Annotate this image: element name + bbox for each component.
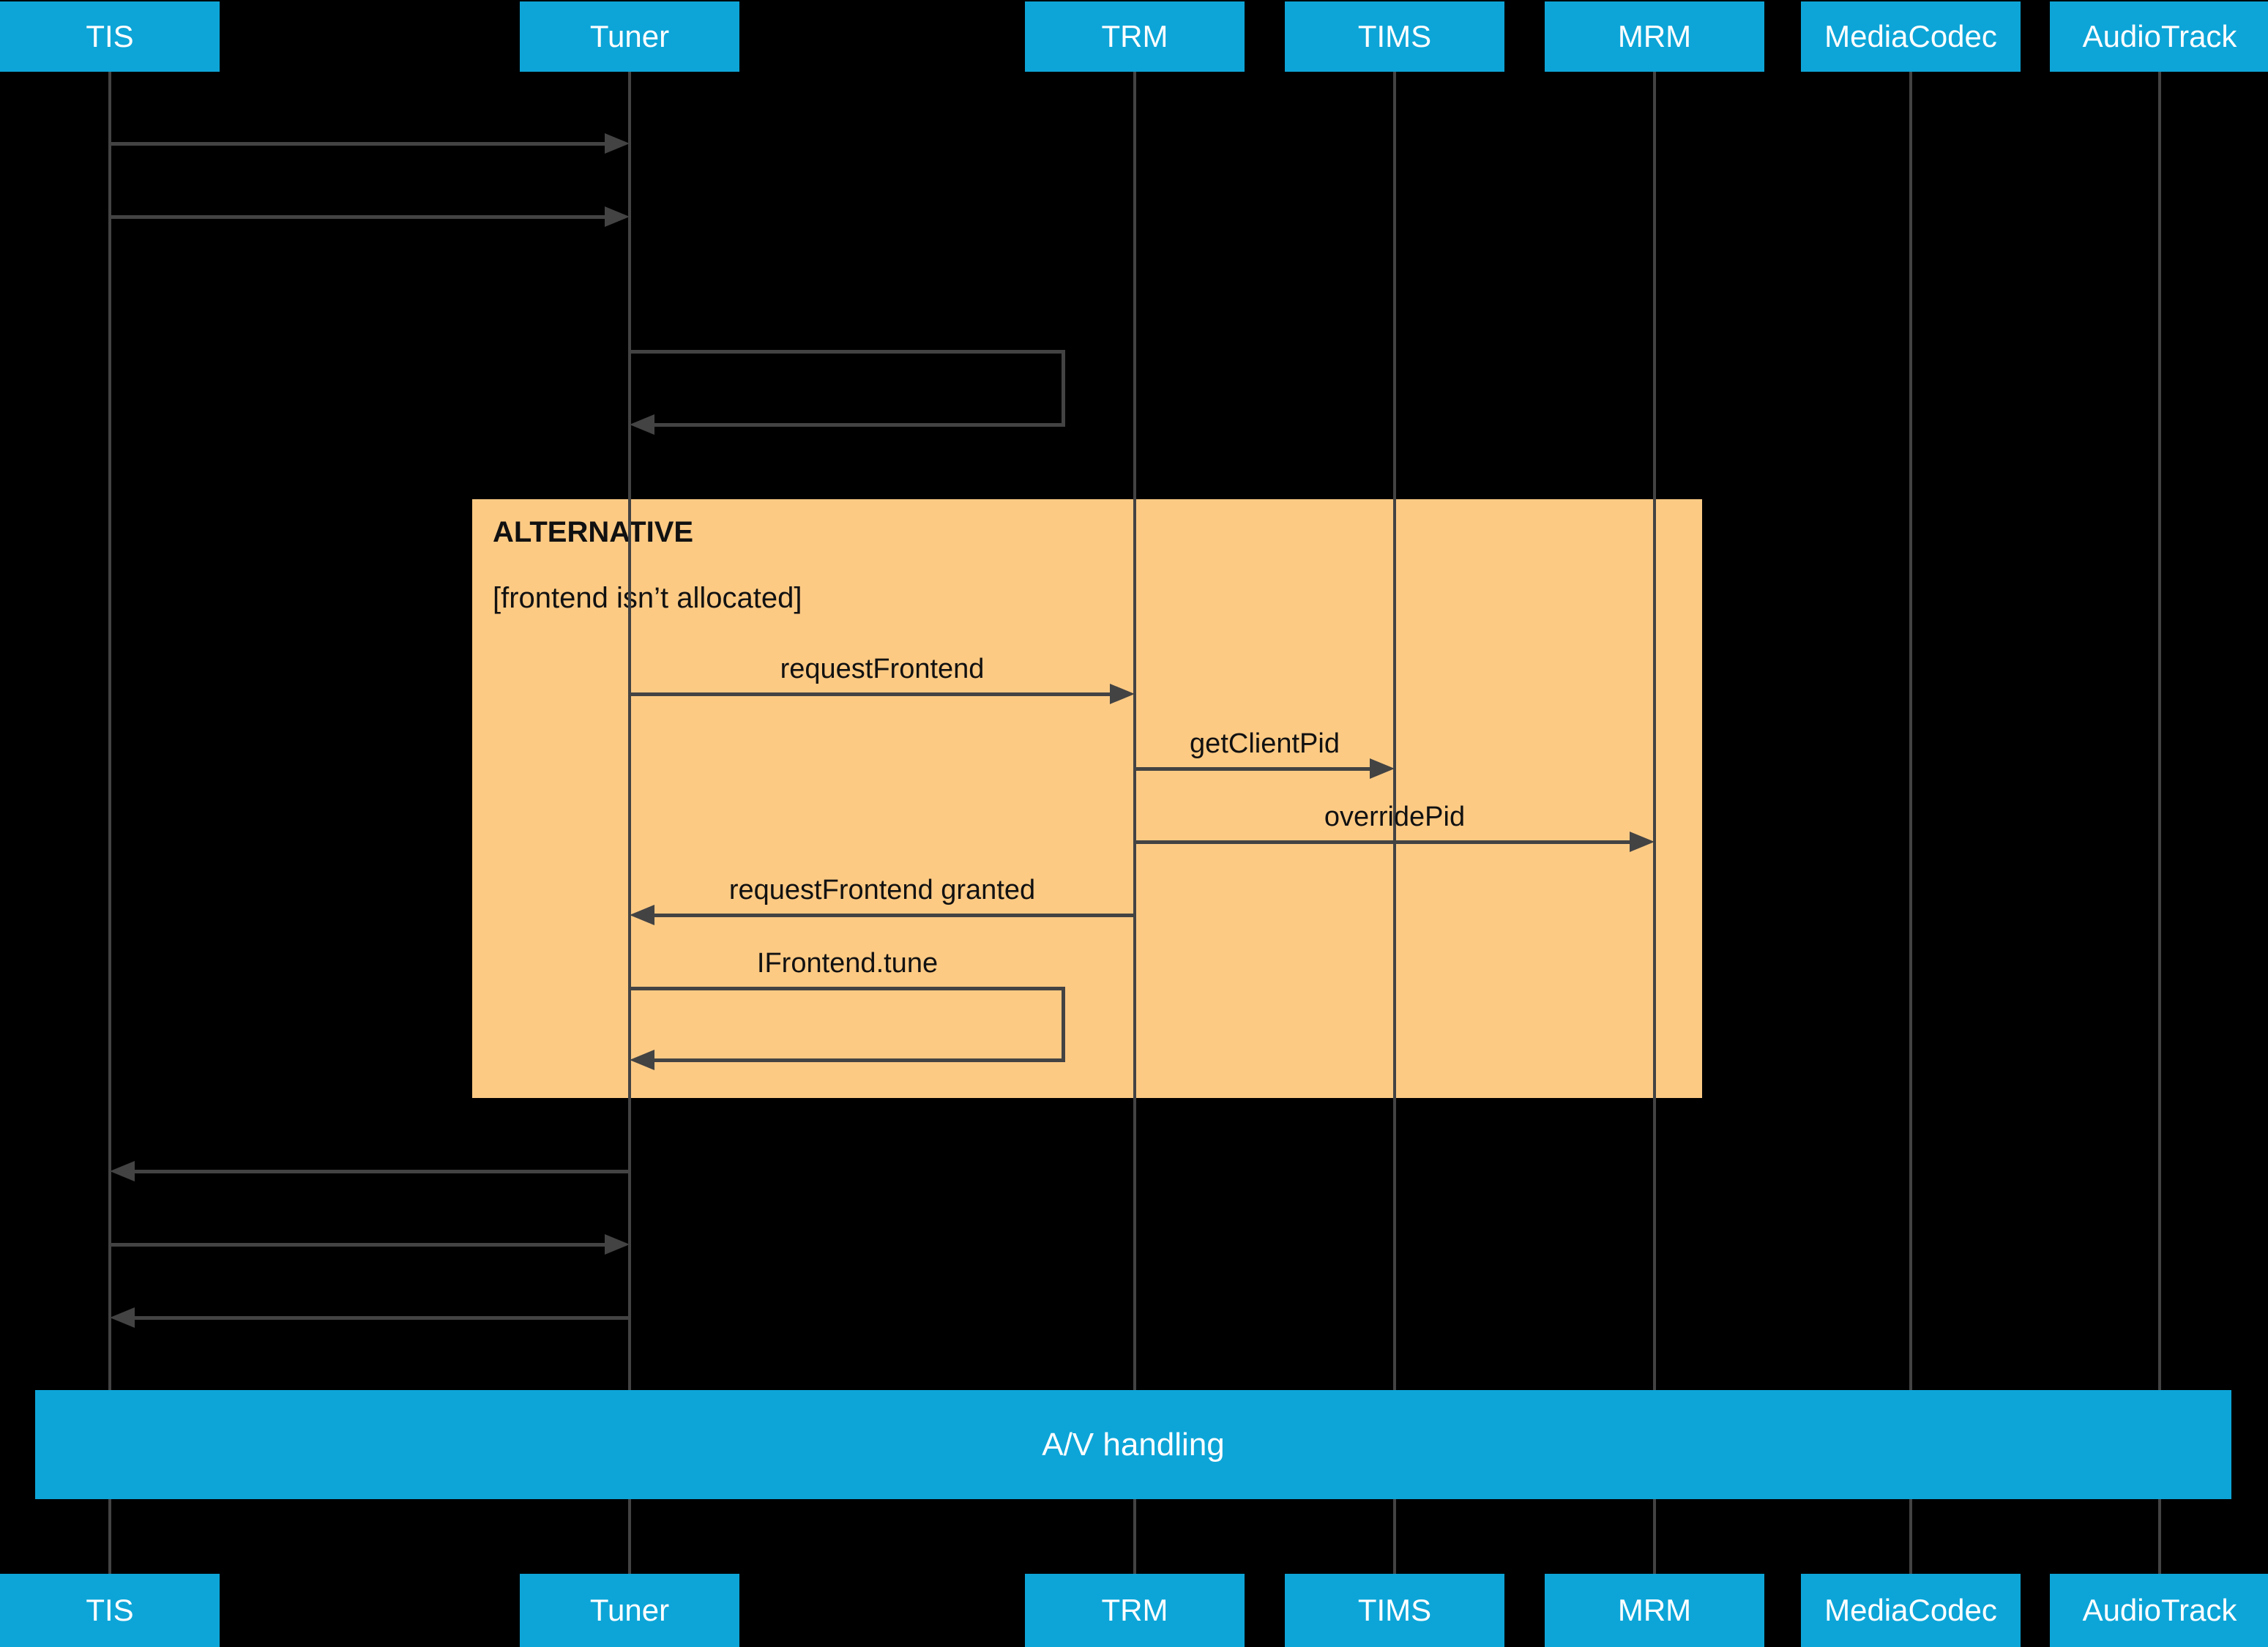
participant-label-bottom-mediacodec: MediaCodec	[1824, 1593, 1997, 1627]
alt-fragment-title: ALTERNATIVE	[493, 516, 694, 548]
self-message-side-3	[1062, 350, 1065, 427]
lifeline-tims	[1393, 72, 1396, 1574]
participant-bottom-audiotrack: AudioTrack	[2050, 1574, 2268, 1647]
message-arrowhead-10	[110, 1307, 135, 1328]
message-arrowhead-1	[605, 133, 630, 154]
participant-top-tuner: Tuner	[520, 1, 739, 72]
lifeline-tuner	[628, 72, 631, 1574]
av-handling-label: A/V handling	[1042, 1426, 1225, 1463]
participant-top-mrm: MRM	[1545, 1, 1764, 72]
participant-bottom-trm: TRM	[1025, 1574, 1245, 1647]
participant-top-mediacodec: MediaCodec	[1801, 1, 2021, 72]
message-arrowhead-0	[110, 1161, 135, 1181]
participant-label-bottom-tis: TIS	[86, 1593, 134, 1627]
self-message-arrowhead-8	[630, 1050, 654, 1070]
message-arrowhead-9	[605, 1234, 630, 1255]
lifeline-audiotrack	[2158, 72, 2161, 1574]
participant-label-bottom-tuner: Tuner	[589, 1593, 670, 1627]
alt-fragment: ALTERNATIVE [frontend isn’t allocated]	[472, 499, 1702, 1098]
message-arrowhead-7	[630, 905, 654, 925]
participant-top-tims: TIMS	[1285, 1, 1504, 72]
lifeline-mrm	[1653, 72, 1656, 1574]
message-line-10	[132, 1316, 630, 1320]
message-line-7	[652, 914, 1135, 917]
self-message-bottom-3	[652, 423, 1065, 427]
message-arrowhead-6	[1630, 832, 1655, 852]
participant-top-tis: TIS	[0, 1, 220, 72]
participant-label-bottom-tims: TIMS	[1357, 1593, 1432, 1627]
message-line-2	[110, 215, 608, 219]
message-label-5: getClientPid	[1190, 728, 1340, 759]
self-message-arrowhead-3	[630, 414, 654, 435]
participant-bottom-tuner: Tuner	[520, 1574, 739, 1647]
av-handling-bar: A/V handling	[35, 1390, 2231, 1499]
self-message-bottom-8	[652, 1058, 1065, 1062]
message-label-4: requestFrontend	[780, 654, 985, 684]
message-line-5	[1135, 767, 1373, 771]
message-label-8: IFrontend.tune	[756, 948, 939, 979]
message-line-4	[630, 692, 1113, 696]
message-label-7: requestFrontend granted	[728, 875, 1036, 905]
participant-top-audiotrack: AudioTrack	[2050, 1, 2268, 72]
message-line-0	[132, 1170, 630, 1173]
participant-bottom-tims: TIMS	[1285, 1574, 1504, 1647]
message-line-9	[110, 1243, 608, 1247]
lifeline-trm	[1133, 72, 1136, 1574]
alt-fragment-guard: [frontend isn’t allocated]	[493, 582, 802, 614]
lifeline-tis	[108, 72, 111, 1574]
message-line-6	[1135, 840, 1633, 844]
message-arrowhead-4	[1110, 684, 1135, 704]
participant-bottom-tis: TIS	[0, 1574, 220, 1647]
participant-label-top-mediacodec: MediaCodec	[1824, 19, 1997, 53]
participant-label-bottom-mrm: MRM	[1617, 1593, 1692, 1627]
participant-label-bottom-trm: TRM	[1101, 1593, 1168, 1627]
participant-label-top-tis: TIS	[86, 19, 134, 53]
message-arrowhead-5	[1370, 758, 1395, 779]
self-message-side-8	[1062, 987, 1065, 1062]
participant-label-top-mrm: MRM	[1617, 19, 1692, 53]
message-label-6: overridePid	[1324, 802, 1466, 832]
lifeline-mediacodec	[1909, 72, 1912, 1574]
message-arrowhead-2	[605, 206, 630, 227]
participant-label-bottom-audiotrack: AudioTrack	[2082, 1593, 2237, 1627]
participant-label-top-audiotrack: AudioTrack	[2082, 19, 2237, 53]
participant-label-top-trm: TRM	[1101, 19, 1168, 53]
self-message-top-8	[630, 987, 1065, 990]
participant-top-trm: TRM	[1025, 1, 1245, 72]
message-line-1	[110, 142, 608, 146]
participant-bottom-mrm: MRM	[1545, 1574, 1764, 1647]
self-message-top-3	[630, 350, 1065, 354]
participant-bottom-mediacodec: MediaCodec	[1801, 1574, 2021, 1647]
participant-label-top-tuner: Tuner	[589, 19, 670, 53]
participant-label-top-tims: TIMS	[1357, 19, 1432, 53]
